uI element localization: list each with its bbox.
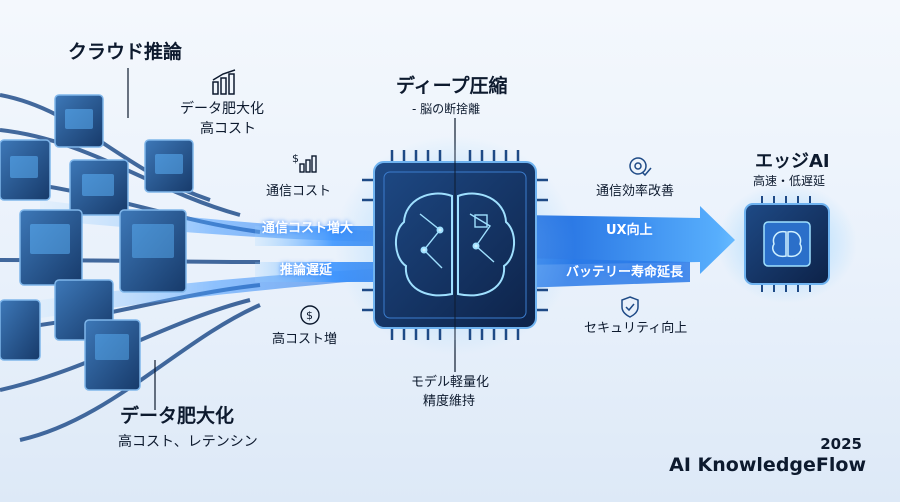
deep-compression-subtitle: - 脳の断捨離 bbox=[412, 102, 481, 116]
cloud-bottom-subtitle: 高コスト、レテンシン bbox=[118, 434, 258, 450]
chart-up-icon bbox=[212, 69, 236, 95]
cloud-inference-title: クラウド推論 bbox=[68, 41, 183, 63]
arrow-label-battery: バッテリー寿命延長 bbox=[566, 265, 684, 280]
cloud-note-high-cost: 高コスト bbox=[200, 121, 256, 137]
gear-check-icon bbox=[629, 157, 652, 177]
edge-ai-subtitle: 高速・低遅延 bbox=[753, 174, 826, 188]
cloud-servers bbox=[0, 94, 194, 391]
deep-compression-title: ディープ圧縮 bbox=[396, 75, 508, 97]
svg-text:$: $ bbox=[292, 152, 299, 165]
arrow-label-comm-increase: 通信コスト増大 bbox=[262, 221, 354, 236]
edge-note-security: セキュリティ向上 bbox=[584, 321, 688, 336]
cloud-note-cost-increase: 高コスト増 bbox=[272, 332, 338, 347]
edge-ai-chip bbox=[717, 183, 857, 303]
cloud-note-data-bloat: データ肥大化 bbox=[180, 101, 264, 117]
deep-compression-chip bbox=[335, 135, 575, 355]
edge-ai-title: エッジAI bbox=[755, 151, 830, 172]
deep-bottom-line2: 精度維持 bbox=[423, 394, 476, 409]
edge-note-comm-efficiency: 通信効率改善 bbox=[596, 184, 675, 199]
brain-icon bbox=[395, 192, 515, 297]
arrow-label-inference-delay: 推論遅延 bbox=[280, 263, 333, 278]
dollar-cycle-icon: $ bbox=[300, 305, 320, 325]
footer-brand: AI KnowledgeFlow bbox=[669, 454, 866, 476]
cloud-bottom-title: データ肥大化 bbox=[120, 405, 235, 427]
svg-text:$: $ bbox=[306, 309, 313, 322]
deep-bottom-line1: モデル軽量化 bbox=[411, 375, 490, 390]
shield-check-icon bbox=[621, 296, 639, 318]
dollar-chart-icon: $ bbox=[292, 152, 317, 173]
arrow-label-ux: UX向上 bbox=[606, 223, 653, 238]
footer-year: 2025 bbox=[820, 435, 862, 453]
cloud-note-comm-cost: 通信コスト bbox=[266, 184, 332, 199]
